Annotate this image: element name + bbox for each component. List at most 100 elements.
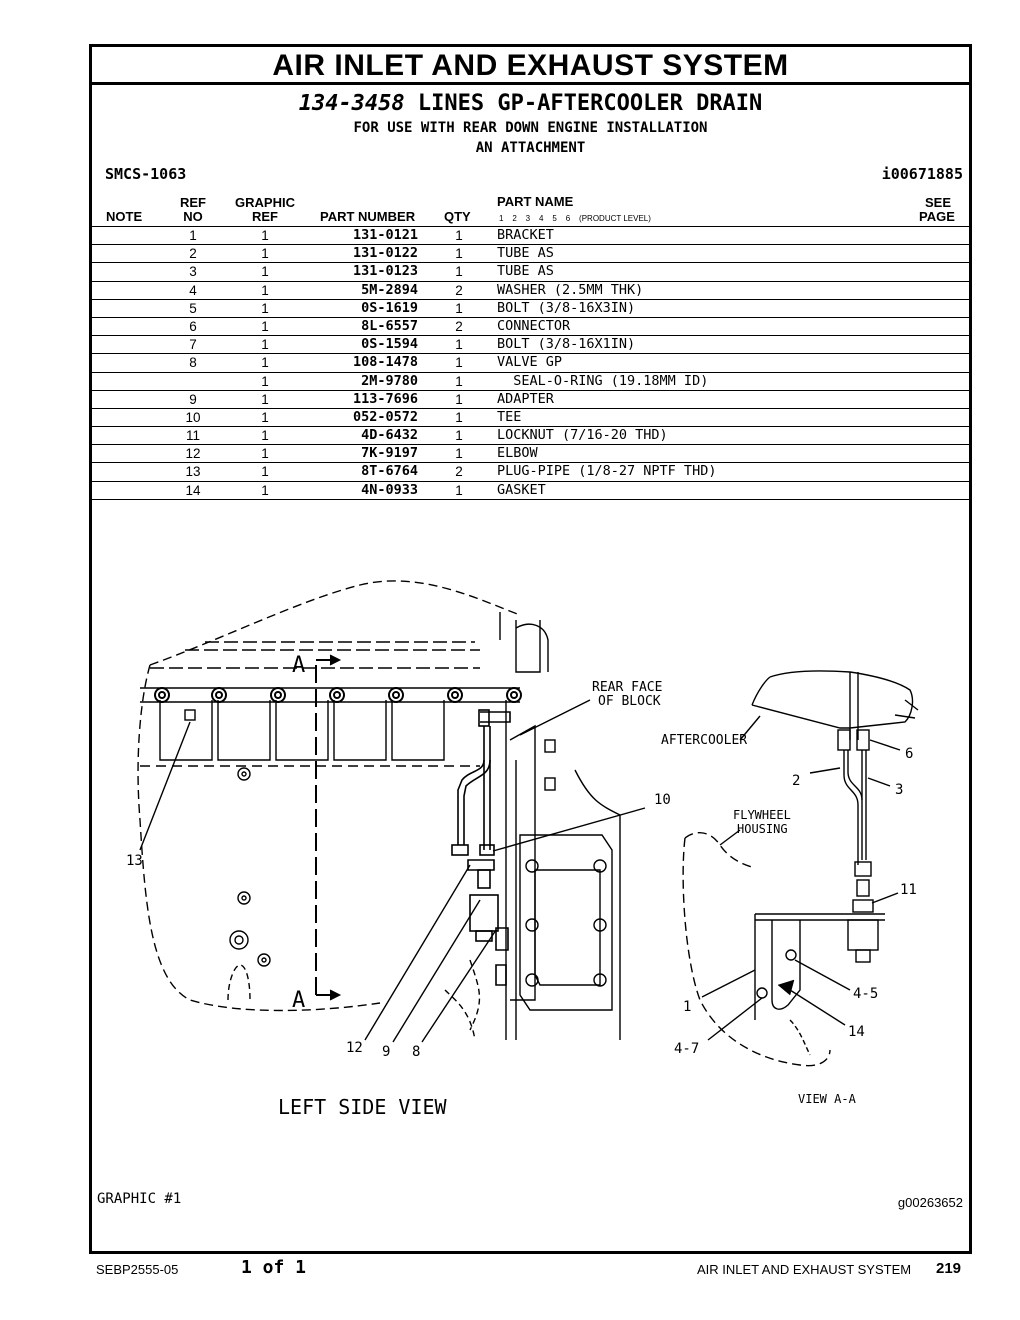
group-note-1: FOR USE WITH REAR DOWN ENGINE INSTALLATI… [353, 120, 708, 136]
leader-10 [492, 807, 646, 852]
ref-no-cell: 4 [189, 282, 197, 298]
graphic-ref-cell: 1 [261, 482, 269, 498]
part-name-cell: GASKET [497, 481, 546, 498]
qty-cell: 2 [455, 318, 463, 334]
label-flywheel-1: FLYWHEEL [733, 808, 791, 822]
graphic-ref-cell: 1 [261, 282, 269, 298]
leader-2 [809, 767, 841, 774]
leader-rear-face [519, 699, 591, 736]
part-number-cell: 052-0572 [352, 408, 418, 425]
left-view-title: LEFT SIDE VIEW [278, 1095, 448, 1119]
callout-4-7: 4-7 [674, 1041, 699, 1057]
part-number-cell: 131-0123 [352, 263, 418, 280]
col-qty: QTY [444, 209, 471, 224]
col-part-name: PART NAME [497, 194, 574, 209]
col-product-level: 1 2 3 4 5 6 (PRODUCT LEVEL) [499, 214, 651, 223]
graphic-ref-cell: 1 [261, 464, 269, 480]
graphic-ref-cell: 1 [261, 409, 269, 425]
drawing-labels: A A REAR FACE OF BLOCK AFTERCOOLER FLYWH… [126, 653, 917, 1119]
qty-cell: 2 [455, 464, 463, 480]
ref-no-cell: 7 [189, 337, 197, 353]
graphic-id: g00263652 [897, 1195, 963, 1210]
ref-no-cell: 9 [189, 391, 197, 407]
callout-9: 9 [382, 1044, 390, 1060]
qty-cell: 1 [455, 428, 463, 444]
rail-bolts [154, 687, 522, 703]
part-number-cell: 5M-2894 [361, 281, 418, 298]
part-number-cell: 131-0121 [352, 227, 418, 243]
graphic-ref-cell: 1 [261, 446, 269, 462]
part-number-cell: 108-1478 [352, 354, 418, 371]
callout-11: 11 [900, 882, 917, 898]
callout-1: 1 [683, 999, 691, 1015]
ref-no-cell: 12 [185, 446, 201, 462]
part-number-cell: 2M-9780 [361, 372, 418, 389]
ref-no-cell: 8 [189, 355, 197, 371]
col-ref-top: REF [180, 195, 206, 210]
engine-outline [149, 580, 521, 666]
part-name-cell: TUBE AS [497, 245, 554, 262]
part-name-cell: SEAL-O-RING (19.18MM ID) [497, 372, 709, 389]
callout-14: 14 [848, 1024, 865, 1040]
col-see-bottom: PAGE [919, 209, 955, 224]
ref-no-cell: 11 [185, 428, 200, 444]
group-note-2: AN ATTACHMENT [475, 140, 586, 156]
qty-cell: 1 [455, 482, 463, 498]
flywheel-housing [684, 832, 756, 869]
part-name-cell: LOCKNUT (7/16-20 THD) [497, 427, 668, 444]
label-rear-face-2: OF BLOCK [598, 694, 661, 709]
table-row: 10 1 052-0572 1 TEE [92, 408, 969, 428]
part-number-cell: 7K-9197 [361, 445, 418, 462]
qty-cell: 1 [455, 409, 463, 425]
col-graphic-bottom: REF [252, 209, 278, 224]
qty-cell: 1 [455, 246, 463, 262]
leader-4-7 [707, 997, 763, 1041]
callout-13: 13 [126, 853, 143, 869]
col-ref-bottom: NO [183, 209, 203, 224]
view-aa-title: VIEW A-A [798, 1092, 857, 1106]
group-name: LINES GP-AFTERCOOLER DRAIN [417, 91, 763, 116]
leader-1 [701, 969, 756, 998]
graphic-ref-cell: 1 [261, 246, 269, 262]
leader-11 [871, 892, 899, 904]
graphic-ref-cell: 1 [261, 391, 269, 407]
footer-doc-code: SEBP2555-05 [96, 1262, 179, 1277]
qty-cell: 1 [455, 228, 463, 243]
part-name-cell: ADAPTER [497, 390, 554, 407]
ref-no-cell: 5 [189, 300, 197, 316]
graphic-ref-cell: 1 [261, 300, 269, 316]
qty-cell: 1 [455, 300, 463, 316]
leader-aftercooler [739, 715, 761, 741]
qty-cell: 1 [455, 446, 463, 462]
part-name-cell: TEE [497, 408, 522, 425]
leader-8 [421, 929, 497, 1043]
leader-14 [789, 989, 846, 1026]
label-rear-face-1: REAR FACE [592, 680, 662, 695]
callout-3: 3 [895, 782, 903, 798]
qty-cell: 1 [455, 264, 463, 280]
ref-no-cell: 6 [189, 318, 197, 334]
col-graphic-top: GRAPHIC [235, 195, 295, 210]
aftercooler-body [769, 670, 914, 729]
callout-12: 12 [346, 1040, 363, 1056]
section-marker-top: A [292, 653, 305, 678]
part-name-cell: WASHER (2.5MM THK) [497, 281, 644, 298]
graphic-ref-cell: 1 [261, 318, 269, 334]
callout-6: 6 [905, 746, 913, 762]
smcs-code: SMCS-1063 [105, 165, 187, 183]
part-number-cell: 131-0122 [352, 245, 418, 262]
part-name-cell: PLUG-PIPE (1/8-27 NPTF THD) [497, 463, 717, 480]
part-number-cell: 4D-6432 [361, 427, 418, 444]
ref-no-cell: 14 [185, 482, 201, 498]
callout-4-5: 4-5 [853, 986, 878, 1002]
graphic-ref-cell: 1 [261, 428, 269, 444]
ref-no-cell: 10 [185, 409, 201, 425]
part-number-cell: 8L-6557 [361, 317, 418, 334]
part-number-cell: 8T-6764 [361, 463, 418, 480]
